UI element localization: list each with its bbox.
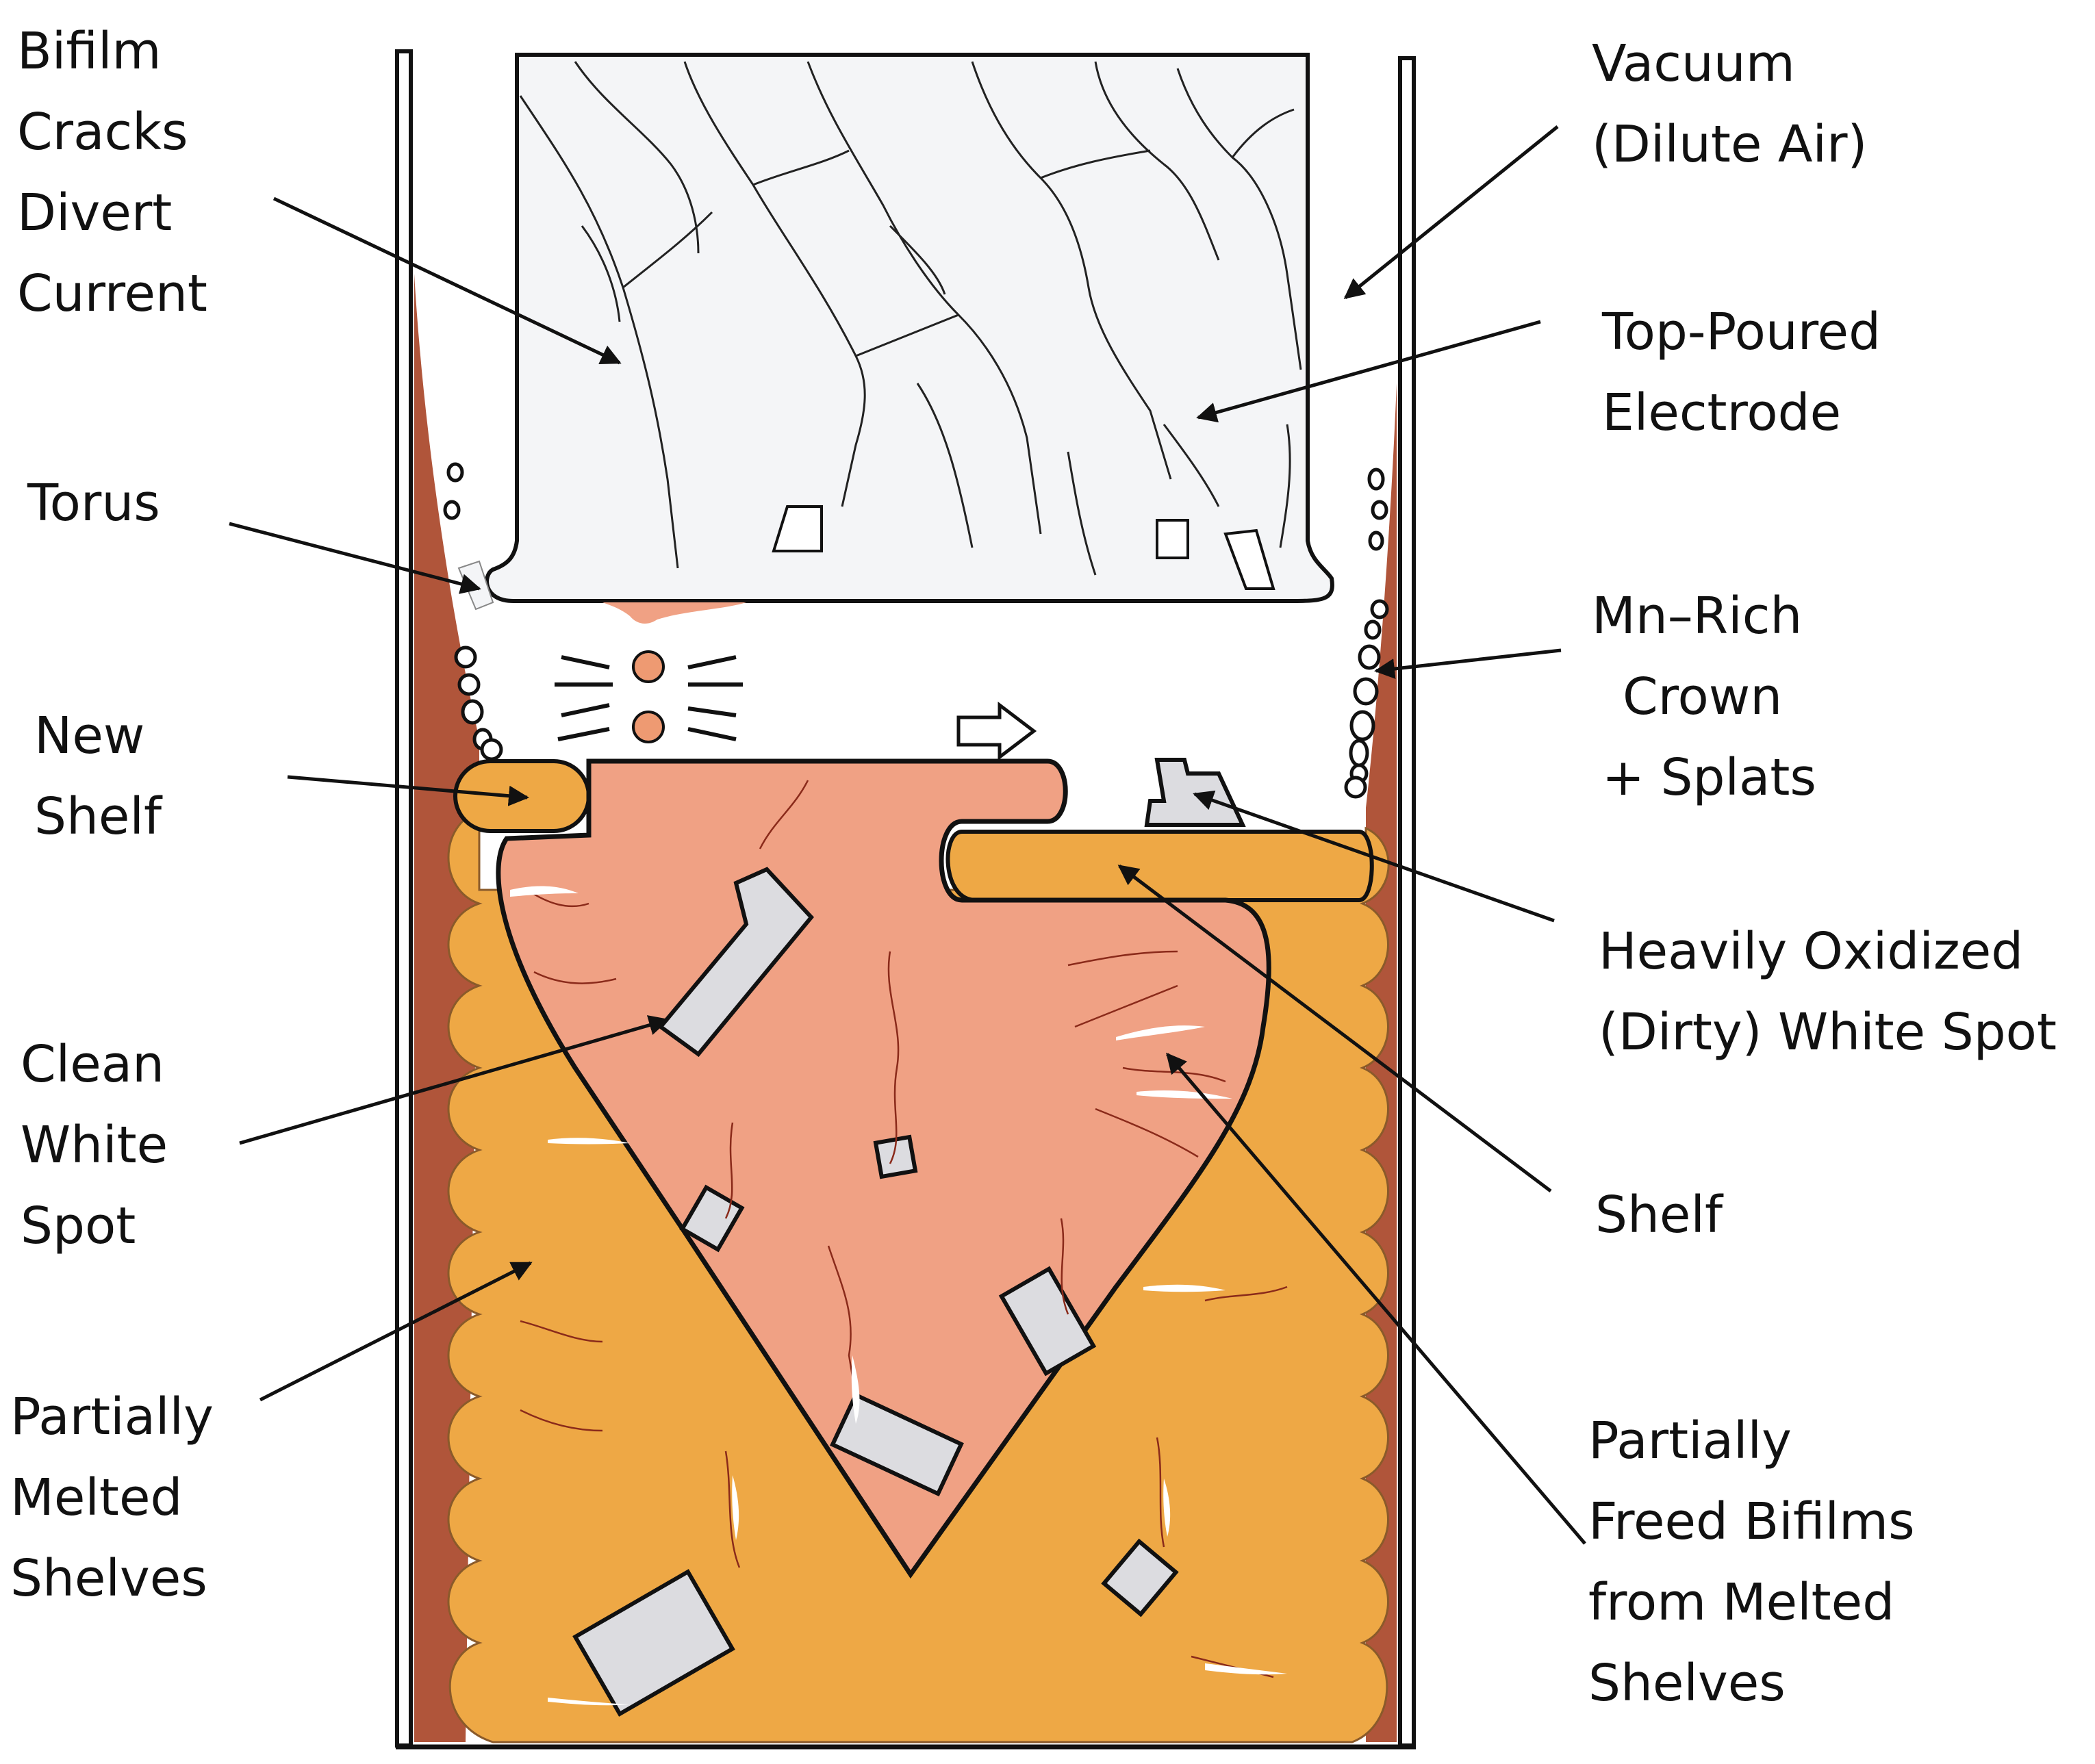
leader-new-shelf <box>287 775 529 806</box>
leader-top-poured-electrode <box>1196 320 1541 423</box>
clean-white-spots <box>572 867 1179 1717</box>
label-mn-rich-crown: Mn–Rich Crown + Splats <box>1592 587 1818 807</box>
label-new-shelf: New Shelf <box>34 706 163 846</box>
label-clean-white-spot: Clean White Spot <box>21 1035 184 1255</box>
leader-shelf <box>1117 865 1552 1192</box>
leader-vacuum <box>1343 125 1559 299</box>
leader-torus <box>229 522 481 594</box>
shelf <box>945 830 1374 902</box>
label-bifilm-cracks: Bifilm Cracks Divert Current <box>17 22 207 323</box>
electrode <box>485 53 1334 624</box>
leader-lines <box>229 125 1586 1545</box>
leader-bifilm-cracks <box>272 196 622 365</box>
crucible-wall <box>395 49 1416 1750</box>
mn-rich-crown <box>443 462 1389 799</box>
dirty-white-spot <box>1144 758 1246 827</box>
label-top-poured-electrode: Top-Poured Electrode <box>1601 303 1897 442</box>
droplet-with-sparks-icon <box>555 650 743 743</box>
leader-heavily-oxidized <box>1193 790 1555 923</box>
freed-bifilms <box>510 780 1288 1706</box>
label-heavily-oxidized: Heavily Oxidized (Dirty) White Spot <box>1599 922 2057 1062</box>
leader-clean-white-spot <box>239 1015 670 1145</box>
hollow-right-arrow-icon <box>956 701 1037 761</box>
label-partially-melted-shelves: Partially Melted Shelves <box>10 1388 229 1608</box>
label-vacuum: Vacuum (Dilute Air) <box>1592 34 1867 174</box>
leader-freed-bifilms <box>1166 1052 1586 1545</box>
label-partially-freed-bifilms: Partially Freed Bifilms from Melted Shel… <box>1588 1411 1931 1713</box>
label-shelf: Shelf <box>1595 1186 1724 1244</box>
leader-mn-rich-crown <box>1374 648 1562 679</box>
arc-drip <box>602 602 746 624</box>
leader-partially-melted-shelves <box>259 1261 533 1402</box>
label-torus: Torus <box>27 474 160 533</box>
